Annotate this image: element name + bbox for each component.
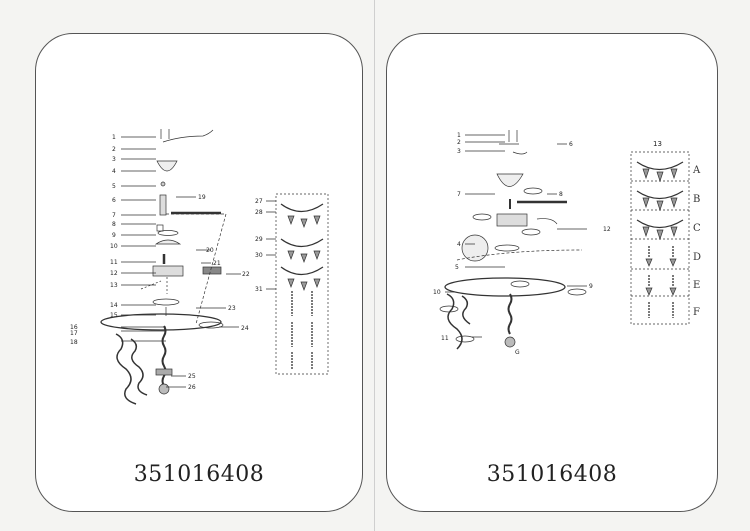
crystal-box-number: 13 [653,140,662,148]
callout-21: 21 [213,260,221,267]
r-callout-5: 5 [455,264,459,271]
r-callout-7: 7 [457,191,461,198]
left-exploded-diagram: 1 2 3 4 5 6 7 8 9 10 11 12 13 14 15 16 1… [70,129,329,405]
callout-16: 16 [70,324,78,331]
callout-19: 19 [198,194,206,201]
page-fold [374,0,375,531]
callout-25: 25 [188,373,196,380]
callout-5: 5 [112,183,116,190]
left-callout-labels: 1 2 3 4 5 6 7 8 9 10 11 12 13 14 15 16 1… [70,134,263,391]
callout-15: 15 [110,312,118,319]
callout-14: 14 [110,302,118,309]
callout-31: 31 [255,286,263,293]
callout-29: 29 [255,236,263,243]
r-callout-3: 3 [457,148,461,155]
callout-3: 3 [112,156,116,163]
right-model-number: 351016408 [486,462,618,487]
callout-26: 26 [188,384,196,391]
option-d: D [693,252,701,263]
callout-13: 13 [110,282,118,289]
r-callout-2: 2 [457,139,461,146]
callout-17: 17 [70,330,78,337]
callout-10: 10 [110,243,118,250]
callout-7: 7 [112,212,116,219]
callout-20: 20 [206,247,214,254]
option-f: F [693,307,700,318]
callout-6: 6 [112,197,116,204]
option-a: A [692,165,701,176]
callout-2: 2 [112,146,116,153]
r-callout-4: 4 [457,241,461,248]
right-callout-labels: 1 2 3 4 5 6 7 8 9 10 11 12 G 13 A B C D … [433,132,701,356]
callout-12: 12 [110,270,118,277]
callout-11: 11 [110,259,118,266]
r-callout-10: 10 [433,289,441,296]
callout-24: 24 [241,325,249,332]
option-c: C [693,223,701,234]
callout-28: 28 [255,209,263,216]
callout-27: 27 [255,198,263,205]
option-b: B [693,194,700,205]
r-callout-9: 9 [589,283,593,290]
r-callout-11: 11 [441,335,449,342]
callout-30: 30 [255,252,263,259]
r-callout-8: 8 [559,191,563,198]
right-page: 1 2 3 4 5 6 7 8 9 10 11 12 G 13 A B C D … [386,33,718,512]
callout-18: 18 [70,339,78,346]
r-callout-1: 1 [457,132,461,139]
left-model-number: 351016408 [133,462,265,487]
callout-23: 23 [228,305,236,312]
callout-9: 9 [112,232,116,239]
callout-22: 22 [242,271,250,278]
option-e: E [693,280,700,291]
right-exploded-diagram: 1 2 3 4 5 6 7 8 9 10 11 12 G 13 A B C D … [433,130,701,356]
r-part-g: G [515,349,520,356]
callout-8: 8 [112,221,116,228]
r-callout-6: 6 [569,141,573,148]
left-page: 1 2 3 4 5 6 7 8 9 10 11 12 13 14 15 16 1… [35,33,363,512]
callout-4: 4 [112,168,116,175]
r-callout-12: 12 [603,226,611,233]
callout-1: 1 [112,134,116,141]
